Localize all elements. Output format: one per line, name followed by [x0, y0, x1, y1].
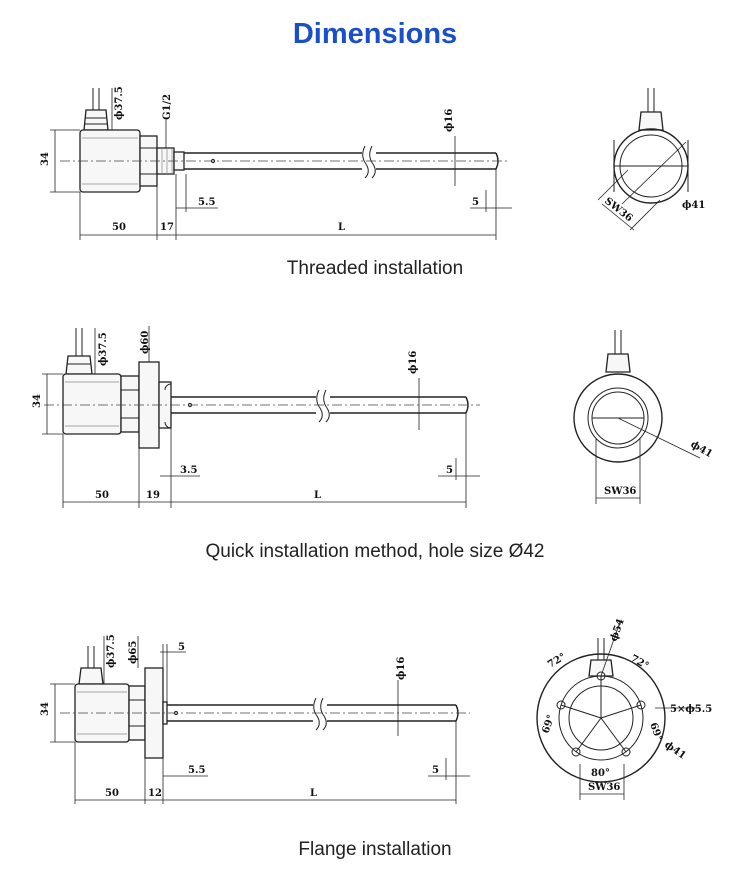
side-angle-c-label: 69° — [540, 713, 557, 735]
threaded-installation-diagram: 34 ϕ37.5 G1/2 ϕ16 50 17 L 5.5 5 SW36 ϕ41 — [40, 86, 705, 240]
side-holes-label: 5×ϕ5.5 — [670, 704, 712, 715]
dim-nut-length-label: 12 — [148, 788, 162, 799]
side-angle-e-label: 80° — [591, 768, 610, 779]
dim-tip-label: 5 — [432, 765, 439, 776]
side-view — [597, 88, 689, 231]
side-angle-a-label: 72° — [546, 652, 568, 671]
dim-height-label: 34 — [32, 394, 43, 408]
dim-body-length-label: 50 — [105, 788, 119, 799]
side-outer-dia-label: ϕ41 — [682, 200, 705, 211]
dim-length-label: L — [314, 490, 321, 501]
dim-nut-length-label: 19 — [146, 490, 160, 501]
dim-thread-label: G1/2 — [162, 94, 173, 120]
caption-flange: Flange installation — [298, 839, 452, 860]
side-angle-b-label: 72° — [629, 653, 651, 672]
side-outer-dia-label: ϕ41 — [662, 739, 687, 761]
caption-threaded: Threaded installation — [286, 258, 464, 279]
dim-body-dia-label: ϕ37.5 — [106, 634, 117, 668]
dim-flange-thickness-label: 5 — [178, 642, 185, 653]
page-title: Dimensions — [292, 18, 458, 50]
cable-gland — [65, 355, 93, 375]
side-view — [536, 621, 700, 800]
side-pcd-label: ϕ54 — [608, 617, 626, 643]
housing — [62, 373, 122, 435]
dim-length-label: L — [310, 788, 317, 799]
dim-gap-label: 5.5 — [188, 765, 205, 776]
flange-installation-diagram: 34 ϕ37.5 ϕ65 5 ϕ16 50 12 L 5.5 5 — [40, 617, 712, 804]
dim-gap-label: 3.5 — [180, 465, 197, 476]
probe-rod — [184, 145, 499, 179]
dim-body-length-label: 50 — [112, 222, 126, 233]
dim-gap-label: 5.5 — [198, 197, 215, 208]
quick-installation-diagram: 34 ϕ37.5 ϕ60 ϕ16 50 19 L 3.5 5 SW36 ϕ41 — [32, 326, 715, 508]
dim-rod-dia-label: ϕ16 — [408, 351, 419, 374]
cable — [92, 88, 100, 110]
dim-body-dia-label: ϕ37.5 — [114, 86, 125, 120]
side-view — [573, 330, 701, 504]
side-wrench-label: SW36 — [602, 196, 634, 225]
dim-tip-label: 5 — [472, 197, 479, 208]
probe-rod — [167, 697, 459, 731]
side-wrench-label: SW36 — [588, 782, 620, 793]
side-angle-d-label: 69° — [647, 721, 664, 743]
dim-length-label: L — [338, 222, 345, 233]
cable-gland — [83, 109, 109, 131]
dim-height-label: 34 — [40, 702, 51, 716]
dim-body-dia-label: ϕ37.5 — [98, 332, 109, 366]
side-wrench-label: SW36 — [604, 486, 636, 497]
hex-nut — [120, 375, 140, 433]
side-outer-dia-label: ϕ41 — [689, 439, 715, 460]
dim-rod-dia-label: ϕ16 — [396, 657, 407, 680]
dim-rod-dia-label: ϕ16 — [444, 109, 455, 132]
dim-tip-label: 5 — [446, 465, 453, 476]
dim-flange-dia-label: ϕ65 — [128, 641, 139, 664]
probe-rod — [171, 389, 469, 423]
cable-gland — [78, 667, 104, 685]
dim-height-label: 34 — [40, 152, 51, 166]
dim-nut-length-label: 17 — [160, 222, 174, 233]
dim-flange-dia-label: ϕ60 — [140, 331, 151, 354]
caption-quick-installation: Quick installation method, hole size Ø42 — [205, 541, 545, 562]
dim-body-length-label: 50 — [95, 490, 109, 501]
